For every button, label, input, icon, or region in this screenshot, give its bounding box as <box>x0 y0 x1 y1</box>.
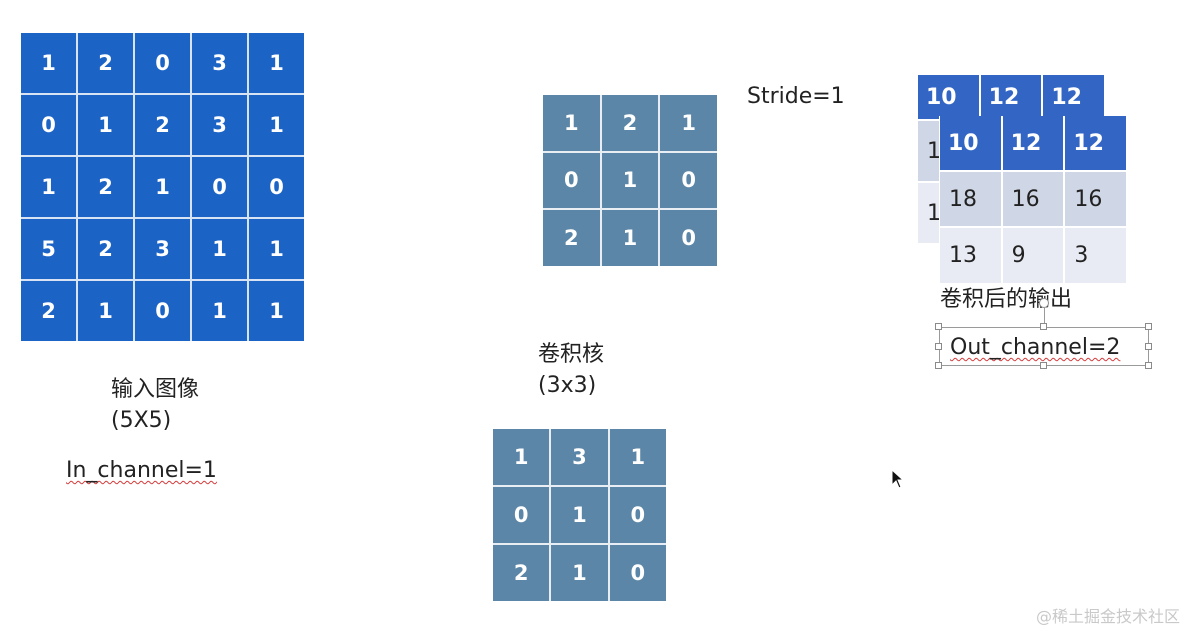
output-front-cell: 18 <box>940 172 1001 226</box>
input-matrix-cell: 3 <box>192 95 247 155</box>
output-front-cell: 16 <box>1002 172 1064 226</box>
input-matrix-cell: 1 <box>249 219 304 279</box>
input-matrix-cell: 1 <box>249 95 304 155</box>
input-matrix-cell: 0 <box>135 281 190 341</box>
resize-handle-tm[interactable] <box>1040 323 1047 330</box>
input-matrix-cell: 0 <box>192 157 247 217</box>
input-matrix-cell: 0 <box>21 95 76 155</box>
kernel-1-cell: 1 <box>543 95 600 151</box>
input-matrix-cell: 3 <box>192 33 247 93</box>
input-matrix-cell: 1 <box>21 33 76 93</box>
kernel-1-cell: 0 <box>660 210 717 266</box>
stride-label: Stride=1 <box>747 84 845 109</box>
kernel-title: 卷积核 <box>538 342 605 367</box>
kernel-2-cell: 1 <box>609 429 666 485</box>
resize-handle-br[interactable] <box>1145 362 1152 369</box>
input-matrix-cell: 1 <box>192 219 247 279</box>
kernel-1-cell: 2 <box>543 210 600 266</box>
input-matrix-cell: 3 <box>135 219 190 279</box>
kernel-2-cell: 3 <box>551 429 608 485</box>
rotate-connector <box>1044 308 1045 327</box>
watermark: @稀土掘金技术社区 <box>1036 607 1181 626</box>
kernel-1-cell: 0 <box>543 152 600 209</box>
resize-handle-ml[interactable] <box>935 343 942 350</box>
in-channel-label: In_channel=1 <box>66 457 217 485</box>
input-matrix-cell: 0 <box>249 157 304 217</box>
input-matrix-cell: 1 <box>249 281 304 341</box>
output-front-cell: 12 <box>1065 116 1126 170</box>
rotate-handle[interactable] <box>1039 298 1049 308</box>
input-size: (5X5) <box>111 408 172 433</box>
output-front-cell: 9 <box>1002 228 1064 283</box>
kernel-1-cell: 2 <box>601 95 659 151</box>
output-front-cell: 16 <box>1065 172 1126 226</box>
resize-handle-tl[interactable] <box>935 323 942 330</box>
resize-handle-tr[interactable] <box>1145 323 1152 330</box>
input-matrix-cell: 1 <box>21 157 76 217</box>
kernel-2-cell: 0 <box>609 487 666 543</box>
output-front-cell: 3 <box>1065 228 1126 283</box>
kernel-size: (3x3) <box>538 373 597 398</box>
kernel-2-cell: 2 <box>493 545 550 601</box>
in-channel-text: In_channel=1 <box>66 458 217 483</box>
kernel-2-cell: 1 <box>493 429 550 485</box>
input-matrix-cell: 1 <box>192 281 247 341</box>
kernel-1-cell: 1 <box>601 152 659 209</box>
input-matrix-cell: 1 <box>135 157 190 217</box>
input-matrix-cell: 1 <box>78 95 133 155</box>
input-matrix-cell: 2 <box>78 33 133 93</box>
input-matrix-cell: 5 <box>21 219 76 279</box>
kernel-2-cell: 1 <box>551 487 608 543</box>
output-front-cell: 13 <box>940 228 1001 283</box>
resize-handle-mr[interactable] <box>1145 343 1152 350</box>
output-back-cell: 12 <box>1043 75 1104 119</box>
out-channel-label: Out_channel=2 <box>950 334 1120 362</box>
out-channel-textbox[interactable]: Out_channel=2 <box>939 327 1149 366</box>
output-back-cell: 10 <box>918 75 979 119</box>
input-matrix-cell: 2 <box>135 95 190 155</box>
kernel-1-cell: 1 <box>660 95 717 151</box>
input-matrix-cell: 2 <box>78 219 133 279</box>
resize-handle-bm[interactable] <box>1040 362 1047 369</box>
output-front-cell: 10 <box>940 116 1001 170</box>
kernel-1-cell: 1 <box>601 210 659 266</box>
kernel-2-cell: 0 <box>493 487 550 543</box>
out-channel-text: Out_channel=2 <box>950 335 1121 360</box>
kernel-2-cell: 1 <box>551 545 608 601</box>
input-matrix-cell: 2 <box>78 157 133 217</box>
output-title: 卷积后的输出 <box>940 287 1073 312</box>
input-matrix-cell: 2 <box>21 281 76 341</box>
kernel-1-cell: 0 <box>660 152 717 209</box>
input-matrix-cell: 0 <box>135 33 190 93</box>
mouse-pointer-icon <box>891 469 905 489</box>
output-front-cell: 12 <box>1002 116 1064 170</box>
kernel-2-cell: 0 <box>609 545 666 601</box>
output-back-cell: 12 <box>980 75 1042 119</box>
input-matrix-cell: 1 <box>78 281 133 341</box>
input-title: 输入图像 <box>111 377 200 402</box>
resize-handle-bl[interactable] <box>935 362 942 369</box>
input-matrix-cell: 1 <box>249 33 304 93</box>
